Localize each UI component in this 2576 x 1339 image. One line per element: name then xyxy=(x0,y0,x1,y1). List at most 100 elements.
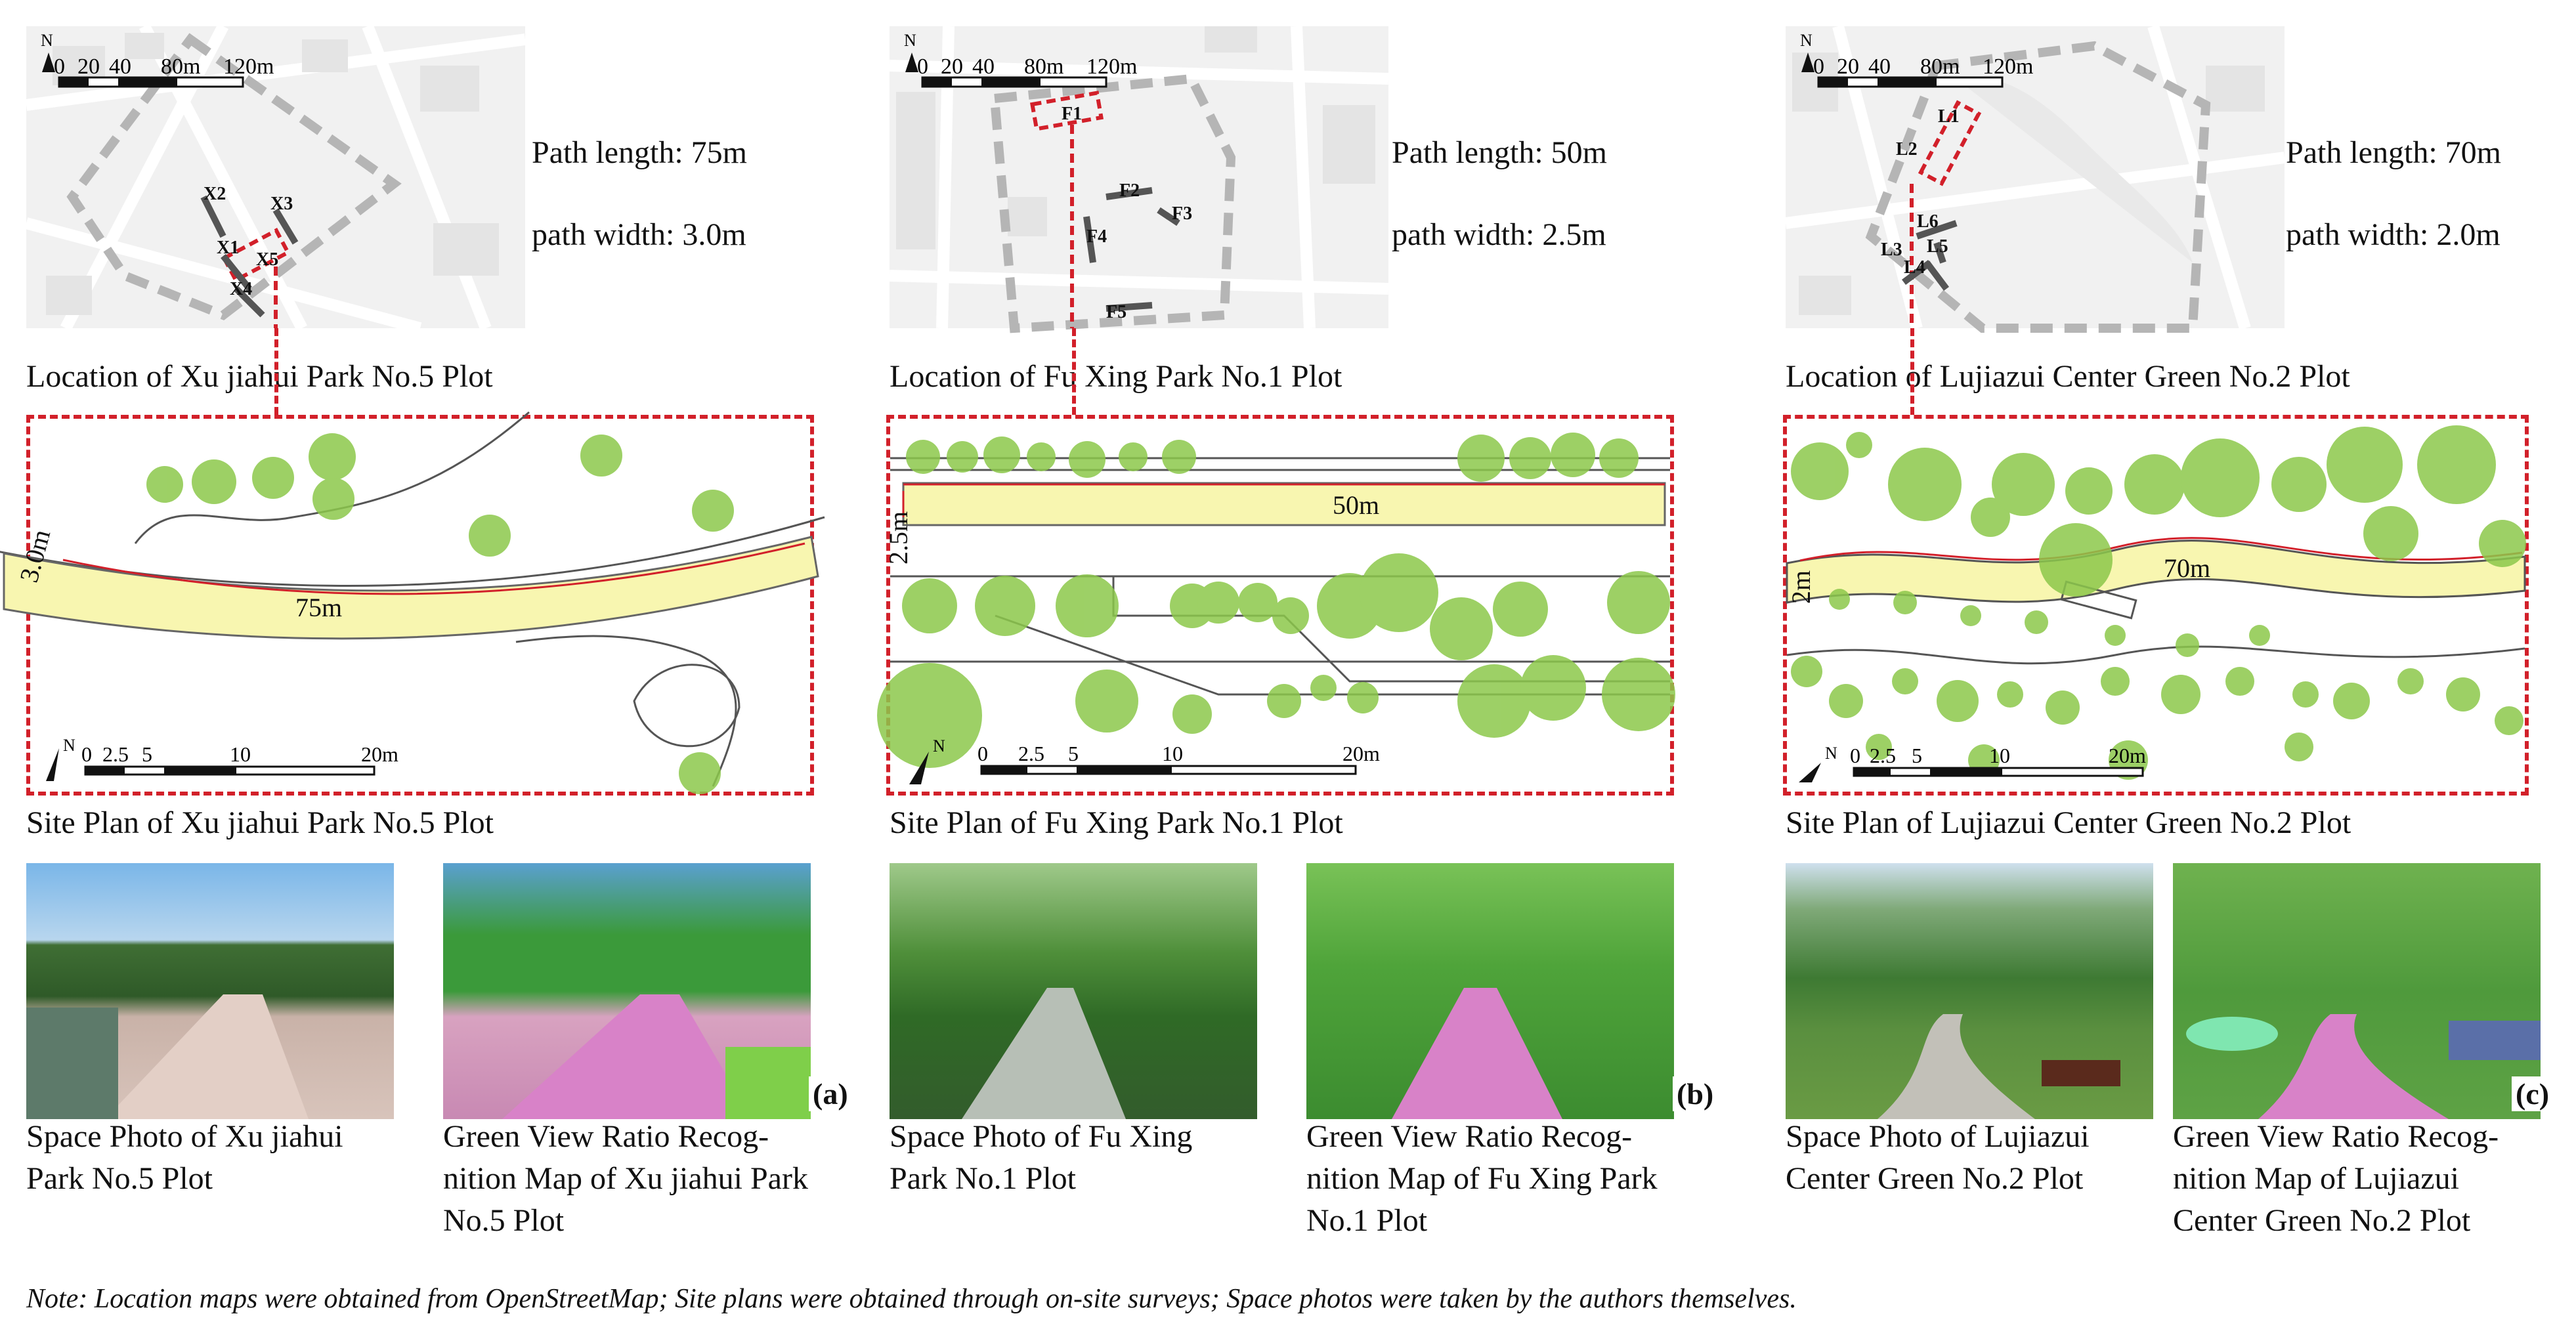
site-plan-c xyxy=(1783,415,2529,796)
gvr-caption-c: Green View Ratio Recog- nition Map of Lu… xyxy=(2173,1119,2499,1238)
gvr-map-a xyxy=(443,863,811,1119)
connector-c xyxy=(1910,328,1914,415)
plan-scale-c: N 0 2.5 5 10 20m xyxy=(1792,730,2160,792)
site-plan-c-graphic xyxy=(1786,425,2526,780)
plot-label: X2 xyxy=(204,184,226,204)
plot-labels-c: L1 L2 L3 L4 L5 L6 xyxy=(1786,26,2285,328)
svg-text:2.5: 2.5 xyxy=(102,742,129,766)
svg-text:10: 10 xyxy=(230,742,251,766)
photo-caption-c: Space Photo of Lujiazui Center Green No.… xyxy=(1786,1119,2090,1196)
plot-label: L6 xyxy=(1917,211,1939,232)
plot-label: L5 xyxy=(1927,236,1948,257)
svg-text:0: 0 xyxy=(917,54,928,79)
gvr-map-b xyxy=(1306,863,1674,1119)
map-scale-bar-c: N 0 20 40 80m 120m xyxy=(1786,26,2061,102)
plot-label: L1 xyxy=(1938,106,1960,127)
path-width-b: path width: 2.5m xyxy=(1392,217,1606,252)
plan-length-label-b: 50m xyxy=(1333,490,1380,520)
plan-scale-b: N 0 2.5 5 10 20m xyxy=(896,725,1380,794)
plan-scale-a: N 0 2.5 5 10 20m xyxy=(39,729,407,791)
location-caption-b: Location of Fu Xing Park No.1 Plot xyxy=(890,359,1342,394)
svg-text:80m: 80m xyxy=(1920,54,1960,79)
plan-caption-c: Site Plan of Lujiazui Center Green No.2 … xyxy=(1786,805,2351,840)
svg-text:N: N xyxy=(933,736,945,755)
plot-label: F3 xyxy=(1172,203,1193,224)
site-plan-b xyxy=(877,415,1675,796)
svg-text:N: N xyxy=(904,31,916,50)
panel-mark-b: (b) xyxy=(1673,1076,1718,1111)
site-plan-b-graphic xyxy=(877,433,1675,768)
plan-caption-b: Site Plan of Fu Xing Park No.1 Plot xyxy=(890,805,1343,840)
svg-text:N: N xyxy=(1800,31,1813,50)
site-plan-a xyxy=(0,411,825,796)
svg-text:40: 40 xyxy=(1868,54,1891,79)
svg-text:2.5: 2.5 xyxy=(1870,744,1896,767)
plot-label: X5 xyxy=(256,249,279,270)
svg-text:10: 10 xyxy=(1162,742,1183,765)
plot-label: L4 xyxy=(1904,257,1925,278)
svg-text:120m: 120m xyxy=(1086,54,1137,79)
gvr-caption-a: Green View Ratio Recog- nition Map of Xu… xyxy=(443,1119,808,1238)
path-length-b: Path length: 50m xyxy=(1392,135,1607,170)
svg-text:20m: 20m xyxy=(2109,744,2146,767)
connector-b xyxy=(1072,328,1076,415)
svg-text:40: 40 xyxy=(972,54,995,79)
connector-a xyxy=(274,328,278,415)
svg-text:20: 20 xyxy=(77,54,100,79)
location-caption-c: Location of Lujiazui Center Green No.2 P… xyxy=(1786,359,2350,394)
path-length-c: Path length: 70m xyxy=(2286,135,2501,170)
plot-label: F2 xyxy=(1119,181,1140,201)
svg-text:120m: 120m xyxy=(223,54,274,79)
gvr-caption-b: Green View Ratio Recog- nition Map of Fu… xyxy=(1306,1119,1658,1238)
map-scale-bar-b: N 0 20 40 80m 120m xyxy=(890,26,1165,102)
svg-text:N: N xyxy=(63,736,75,755)
space-photo-c xyxy=(1786,863,2153,1119)
north-arrow-icon xyxy=(1799,763,1821,782)
svg-text:5: 5 xyxy=(1912,744,1922,767)
svg-text:20m: 20m xyxy=(1342,742,1380,765)
plot-labels-a: X1 X2 X3 X4 X5 xyxy=(26,26,525,328)
plot-label: F4 xyxy=(1086,226,1107,247)
plan-width-label-b: 2.5m xyxy=(884,511,913,564)
location-caption-a: Location of Xu jiahui Park No.5 Plot xyxy=(26,359,493,394)
space-photo-b xyxy=(890,863,1257,1119)
path-width-c: path width: 2.0m xyxy=(2286,217,2501,252)
photo-caption-a: Space Photo of Xu jiahui Park No.5 Plot xyxy=(26,1119,343,1196)
plot-label: F1 xyxy=(1062,104,1083,124)
plan-length-label-c: 70m xyxy=(2164,553,2211,583)
svg-text:2.5: 2.5 xyxy=(1018,742,1044,765)
svg-text:120m: 120m xyxy=(1983,54,2033,79)
north-arrow-icon xyxy=(909,752,929,784)
svg-text:0: 0 xyxy=(977,742,988,765)
plan-caption-a: Site Plan of Xu jiahui Park No.5 Plot xyxy=(26,805,494,840)
plot-label: L3 xyxy=(1881,240,1902,260)
plan-length-label-a: 75m xyxy=(295,593,343,622)
figure-note: Note: Location maps were obtained from O… xyxy=(26,1284,1797,1314)
svg-text:80m: 80m xyxy=(161,54,200,79)
plan-width-label-c: 2m xyxy=(1786,570,1816,604)
site-plan-a-graphic xyxy=(0,411,825,794)
svg-text:80m: 80m xyxy=(1024,54,1063,79)
svg-text:0: 0 xyxy=(81,742,92,766)
plot-label: X3 xyxy=(270,194,293,214)
gvr-map-c xyxy=(2173,863,2541,1119)
plot-label: L2 xyxy=(1896,139,1918,159)
map-scale-bar-a: N 0 20 40 80m 120m xyxy=(26,26,302,102)
svg-text:20: 20 xyxy=(941,54,963,79)
svg-text:40: 40 xyxy=(109,54,131,79)
plot-label: X1 xyxy=(217,238,240,258)
svg-text:5: 5 xyxy=(142,742,152,766)
svg-text:5: 5 xyxy=(1068,742,1079,765)
photo-caption-b: Space Photo of Fu Xing Park No.1 Plot xyxy=(890,1119,1193,1196)
path-width-a: path width: 3.0m xyxy=(532,217,746,252)
svg-text:0: 0 xyxy=(1850,744,1860,767)
panel-mark-c: (c) xyxy=(2512,1076,2554,1111)
svg-text:20m: 20m xyxy=(361,742,398,766)
panel-mark-a: (a) xyxy=(809,1076,852,1111)
space-photo-a xyxy=(26,863,394,1119)
svg-text:20: 20 xyxy=(1837,54,1859,79)
svg-text:N: N xyxy=(1825,744,1837,763)
north-label-a: N xyxy=(41,31,53,50)
north-arrow-icon xyxy=(46,748,59,781)
path-length-a: Path length: 75m xyxy=(532,135,747,170)
